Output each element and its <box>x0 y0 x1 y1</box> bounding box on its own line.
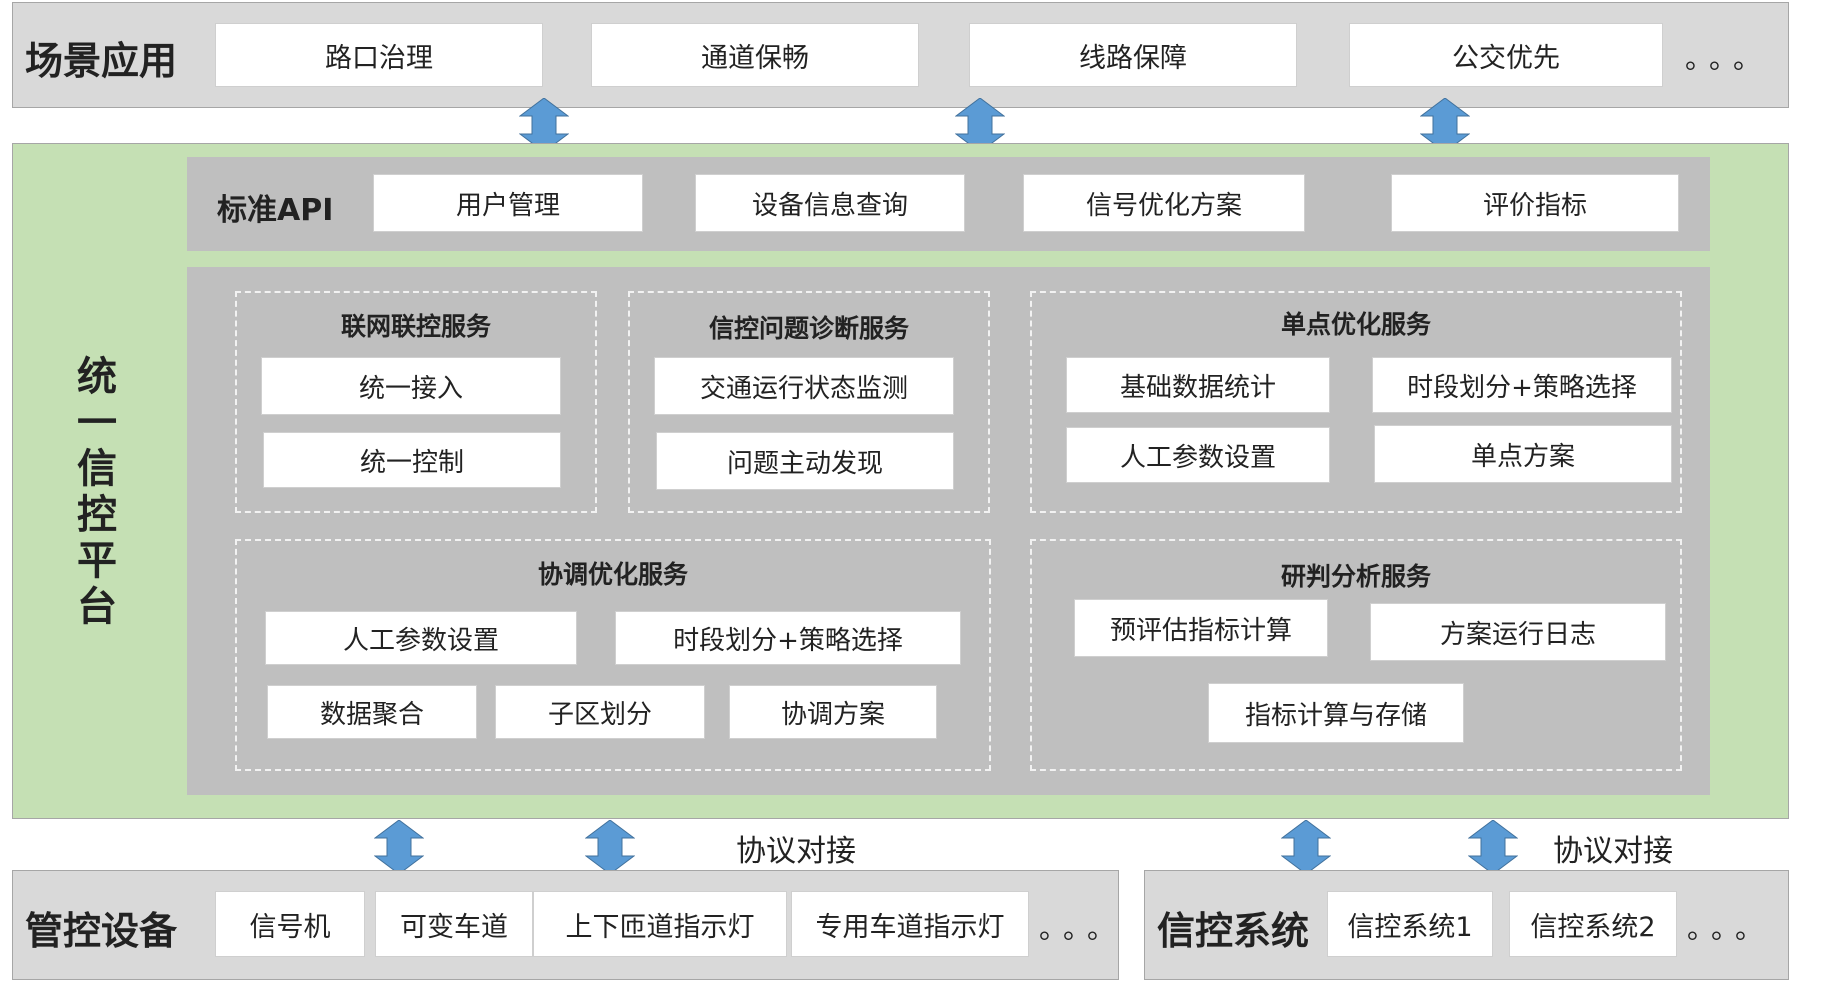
signal-systems-title: 信控系统 <box>1157 908 1310 953</box>
service-title: 信控问题诊断服务 <box>708 314 909 343</box>
service-item: 人工参数设置 <box>265 611 577 665</box>
double-arrow-icon <box>585 820 635 874</box>
service-item: 子区划分 <box>495 685 705 739</box>
scene-item: 线路保障 <box>969 23 1297 87</box>
service-title: 联网联控服务 <box>340 312 491 341</box>
service-item: 方案运行日志 <box>1370 603 1666 661</box>
unified-platform: 统 一 信 控 平 台 标准API 用户管理 设备信息查询 信号优化方案 评价指… <box>12 143 1789 819</box>
services-panel: 联网联控服务 统一接入 统一控制 信控问题诊断服务 交通运行状态监测 问题主动发… <box>187 267 1710 795</box>
control-devices-band: 管控设备 信号机 可变车道 上下匝道指示灯 专用车道指示灯 。。。 <box>12 870 1119 980</box>
service-item: 时段划分+策略选择 <box>1372 357 1672 413</box>
standard-api-title: 标准API <box>217 193 334 228</box>
service-item: 时段划分+策略选择 <box>615 611 961 665</box>
double-arrow-icon <box>374 820 424 874</box>
device-item: 专用车道指示灯 <box>791 891 1029 957</box>
scene-item: 通道保畅 <box>591 23 919 87</box>
api-item: 信号优化方案 <box>1023 174 1305 232</box>
service-item: 统一控制 <box>263 432 561 488</box>
service-item: 数据聚合 <box>267 685 477 739</box>
service-title: 研判分析服务 <box>1280 562 1431 591</box>
analysis-service: 研判分析服务 预评估指标计算 方案运行日志 指标计算与存储 <box>1030 539 1682 771</box>
scene-item: 路口治理 <box>215 23 543 87</box>
service-item: 预评估指标计算 <box>1074 599 1328 657</box>
service-item: 统一接入 <box>261 357 561 415</box>
double-arrow-icon <box>955 98 1005 152</box>
service-item: 单点方案 <box>1374 425 1672 483</box>
scene-application-band: 场景应用 路口治理 通道保畅 线路保障 公交优先 。。。 <box>12 2 1789 108</box>
scene-application-title: 场景应用 <box>25 38 178 83</box>
device-item: 上下匝道指示灯 <box>533 891 787 957</box>
api-item: 用户管理 <box>373 174 643 232</box>
coordination-optimization-service: 协调优化服务 人工参数设置 时段划分+策略选择 数据聚合 子区划分 协调方案 <box>235 539 991 771</box>
service-item: 交通运行状态监测 <box>654 357 954 415</box>
service-title: 协调优化服务 <box>537 560 688 589</box>
signal-systems-more-ellipsis: 。。。 <box>1687 912 1774 945</box>
platform-title: 统 一 信 控 平 台 <box>77 354 117 630</box>
api-item: 评价指标 <box>1391 174 1679 232</box>
signal-systems-band: 信控系统 信控系统1 信控系统2 。。。 <box>1144 870 1789 980</box>
service-item: 人工参数设置 <box>1066 427 1330 483</box>
scene-item: 公交优先 <box>1349 23 1663 87</box>
signal-system-item: 信控系统2 <box>1509 891 1677 957</box>
api-item: 设备信息查询 <box>695 174 965 232</box>
double-arrow-icon <box>1420 98 1470 152</box>
signal-diagnosis-service: 信控问题诊断服务 交通运行状态监测 问题主动发现 <box>628 291 990 513</box>
protocol-docking-label: 协议对接 <box>1553 834 1673 869</box>
signal-system-item: 信控系统1 <box>1327 891 1493 957</box>
service-title: 单点优化服务 <box>1280 310 1431 339</box>
protocol-docking-label: 协议对接 <box>736 834 856 869</box>
single-point-optimization-service: 单点优化服务 基础数据统计 时段划分+策略选择 人工参数设置 单点方案 <box>1030 291 1682 513</box>
device-item: 可变车道 <box>375 891 533 957</box>
standard-api-bar: 标准API 用户管理 设备信息查询 信号优化方案 评价指标 <box>187 157 1710 251</box>
control-devices-title: 管控设备 <box>25 908 178 953</box>
service-item: 基础数据统计 <box>1066 357 1330 413</box>
service-item: 指标计算与存储 <box>1208 683 1464 743</box>
service-item: 问题主动发现 <box>656 432 954 490</box>
devices-more-ellipsis: 。。。 <box>1039 912 1126 945</box>
scene-more-ellipsis: 。。。 <box>1685 42 1772 75</box>
double-arrow-icon <box>1468 820 1518 874</box>
double-arrow-icon <box>1281 820 1331 874</box>
network-control-service: 联网联控服务 统一接入 统一控制 <box>235 291 597 513</box>
service-item: 协调方案 <box>729 685 937 739</box>
device-item: 信号机 <box>215 891 365 957</box>
double-arrow-icon <box>519 98 569 152</box>
